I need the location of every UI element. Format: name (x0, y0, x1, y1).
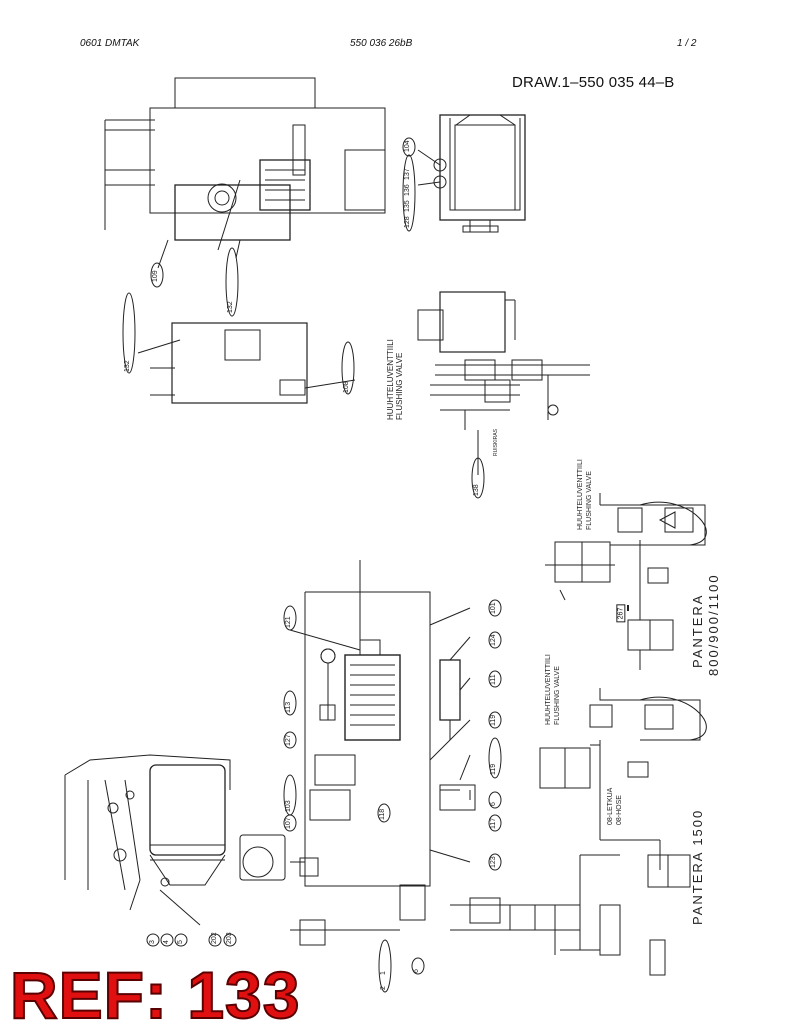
callout-bubbles (122, 137, 502, 993)
flushing-valve-label-en: FLUSHING VALVE (395, 352, 404, 420)
callout-number: 107 (285, 817, 292, 829)
schematic-pantera-800 (545, 493, 707, 670)
callout-number: 132 (124, 360, 131, 372)
callout-number: 121 (285, 616, 292, 628)
document-code: 0601 DMTAK (80, 38, 140, 49)
hose-label-fi: 08-LETKUA (607, 787, 614, 825)
flushing-valve-label-en-3: FLUSHING VALVE (554, 666, 561, 725)
callout-number: 3 (149, 940, 156, 944)
callout-number: 203 (226, 932, 233, 944)
upper-frame-assembly (104, 77, 386, 269)
callout-number: 124 (490, 634, 497, 646)
callout-number: 132 (227, 301, 234, 313)
drawing-title: DRAW.1–550 035 44–B (512, 74, 675, 91)
flushing-valve-label-fi-2: HUUHTELUVENTTIILI (577, 459, 584, 530)
callout-number: 6 (413, 969, 420, 973)
callout-number: 1 (380, 971, 387, 975)
callout-number: 119 (490, 714, 497, 726)
callout-number: 202 (211, 932, 218, 944)
callout-number: 128 (404, 216, 411, 228)
callout-number: 113 (285, 701, 292, 713)
model-pantera-label: PANTERA (690, 593, 705, 668)
callout-number: 118 (379, 808, 386, 820)
callout-number: 4 (163, 940, 170, 944)
hose-label-en: 08-HOSE (616, 795, 623, 825)
page-number: 1 / 2 (677, 38, 697, 49)
flushing-valve-piping (417, 291, 590, 475)
callout-number: 138 (473, 484, 480, 496)
sprayer-label: RUISKIRAS (493, 429, 499, 456)
callout-number: 117 (490, 817, 497, 829)
callout-number: 108 (343, 381, 350, 393)
callout-number: 119 (490, 763, 497, 775)
frame-section-view (417, 114, 526, 233)
section-mark-b: 267 (616, 604, 626, 623)
tractor-cab-sketch (64, 754, 286, 926)
section-mark-a (627, 605, 629, 611)
callout-number: 127 (285, 734, 292, 746)
callout-number: 101 (490, 602, 497, 614)
flushing-valve-label-fi: HUUHTELUVENTTIILI (386, 339, 395, 420)
model-pantera-1500-label: PANTERA 1500 (690, 808, 705, 925)
callout-number: 123 (490, 856, 497, 868)
callout-number: 109 (152, 270, 159, 282)
schematic-pantera-1500 (539, 688, 707, 976)
lower-frame-assembly (137, 322, 356, 404)
callout-number: 5 (177, 940, 184, 944)
main-hydraulic-diagram (242, 560, 476, 946)
flushing-valve-label-en-2: FLUSHING VALVE (586, 471, 593, 530)
callout-number: 103 (285, 800, 292, 812)
callout-number: 111 (490, 674, 497, 685)
callout-number: 104 (404, 140, 411, 152)
flushing-valve-label-fi-3: HUUHTELUVENTTIILI (545, 654, 552, 725)
callout-number: 2 (380, 986, 387, 990)
callout-number: 135 (404, 200, 411, 212)
model-sizes-label: 800/900/1100 (706, 573, 721, 676)
callout-number: 136 (404, 184, 411, 196)
callout-number: 6 (490, 802, 497, 806)
pump-valve-detail (450, 897, 580, 955)
reference-stamp: REF: 133 (9, 958, 301, 1032)
callout-number: 137 (404, 168, 411, 180)
part-number: 550 036 26bB (350, 38, 413, 49)
